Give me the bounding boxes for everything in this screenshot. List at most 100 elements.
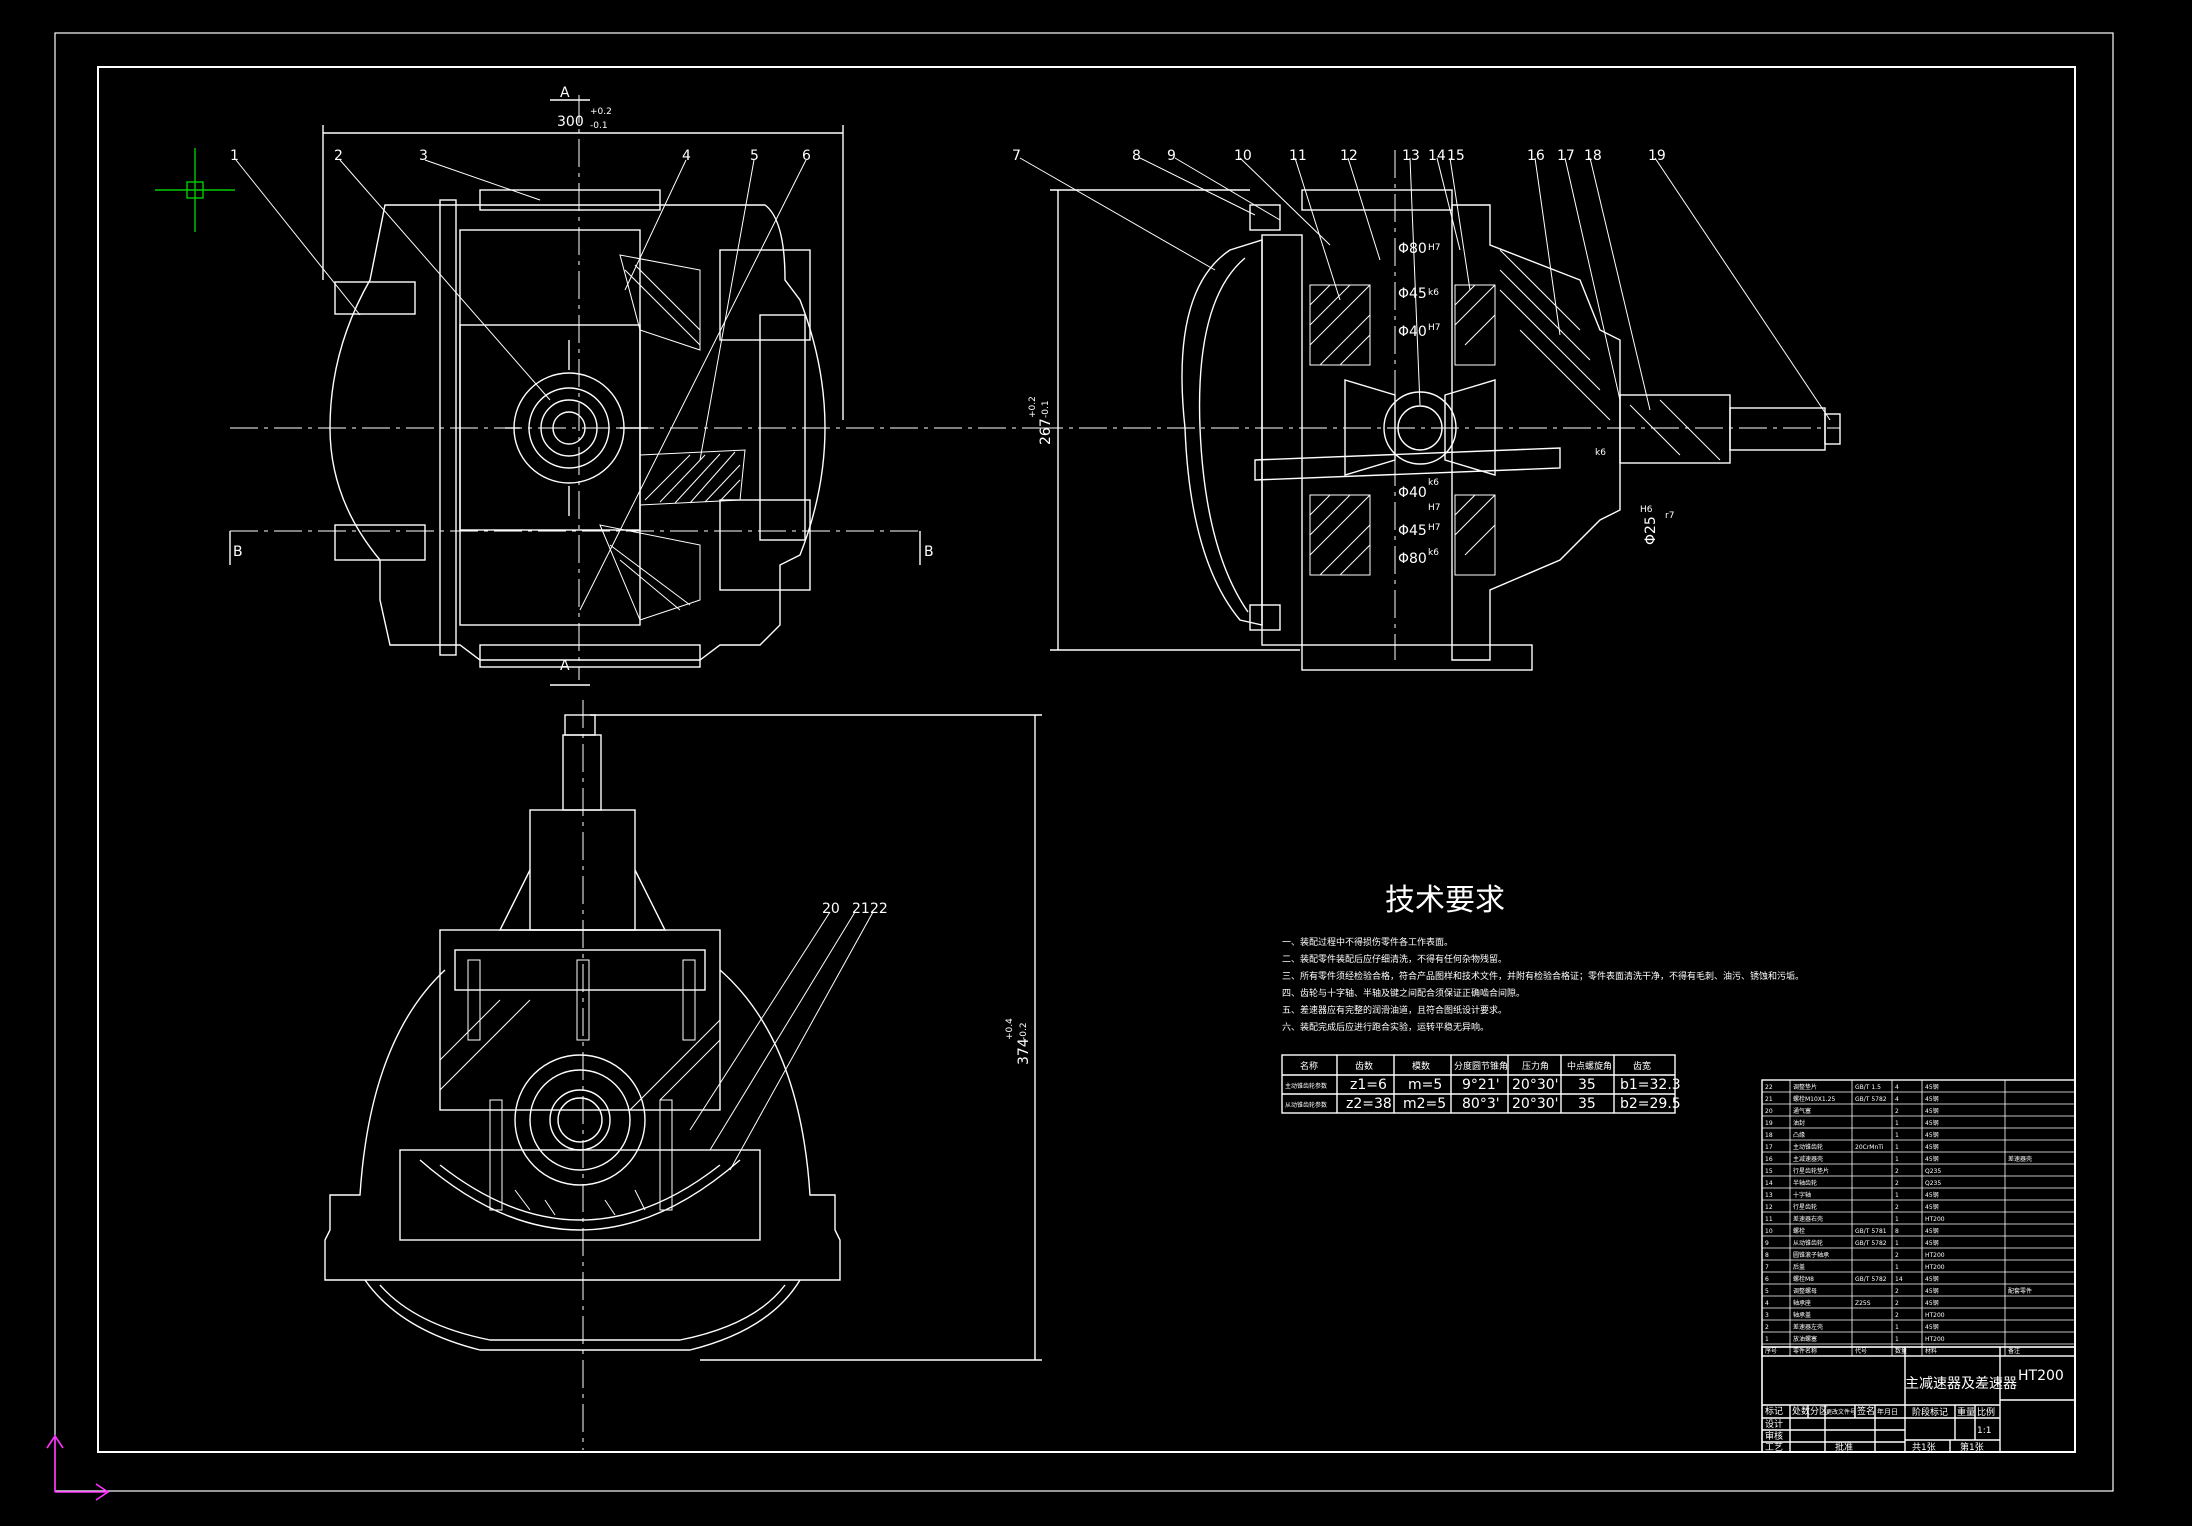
dia-label-4: Φ40 — [1398, 485, 1427, 501]
parts-list-cell: 后盖 — [1793, 1263, 1805, 1271]
callout-front-2: 2 — [334, 148, 343, 164]
sheet-border — [54, 32, 2114, 1492]
parts-list-cell: 1 — [1895, 1240, 1899, 1247]
parts-list-cell: 14 — [1895, 1276, 1903, 1283]
callout-section-16: 16 — [1527, 148, 1545, 164]
parts-list-cell: 2 — [1895, 1252, 1899, 1259]
title-sheets-total: 共1张 — [1912, 1442, 1936, 1453]
fit-mark-2: k6 — [1428, 288, 1439, 298]
parts-list-cell: 2 — [1895, 1288, 1899, 1295]
fit-mark-4: k6 — [1428, 478, 1439, 488]
parts-list-cell: 13 — [1765, 1192, 1773, 1199]
parts-list-cell: 6 — [1765, 1276, 1769, 1283]
tech-req-item-3: 三、所有零件须经检验合格，符合产品图样和技术文件，并附有检验合格证；零件表面清洗… — [1282, 970, 1804, 982]
parts-list-cell: Z25S — [1855, 1300, 1871, 1307]
fit-mark-3: H7 — [1428, 323, 1441, 333]
parts-list-cell: 通气塞 — [1793, 1107, 1811, 1115]
parts-list-cell: HT200 — [1925, 1312, 1945, 1319]
parts-list-cell: 1 — [1895, 1336, 1899, 1343]
title-scale-value: 1:1 — [1977, 1426, 1991, 1436]
tech-req-item-2: 二、装配零件装配后应仔细清洗，不得有任何杂物残留。 — [1282, 953, 1507, 965]
parts-list-cell: 油封 — [1793, 1119, 1805, 1127]
parts-list-cell: GB/T 5781 — [1855, 1228, 1887, 1235]
parts-list-cell: GB/T 5782 — [1855, 1276, 1887, 1283]
parts-list-cell: 1 — [1895, 1156, 1899, 1163]
callout-section-12: 12 — [1340, 148, 1358, 164]
parts-list-cell: 11 — [1765, 1216, 1773, 1223]
tech-req-item-4: 四、齿轮与十字轴、半轴及键之间配合须保证正确啮合间隙。 — [1282, 987, 1525, 999]
fit-mark-9: r7 — [1665, 511, 1674, 521]
parts-list-cell: 2 — [1895, 1180, 1899, 1187]
parts-list-cell: 主减速器壳 — [1793, 1155, 1823, 1163]
parts-list-cell: 17 — [1765, 1144, 1773, 1151]
gear-table-r2-c3: m2=5 — [1403, 1096, 1446, 1112]
parts-list-cell: Q235 — [1925, 1168, 1941, 1175]
parts-list-cell: 4 — [1895, 1096, 1899, 1103]
tech-req-title: 技术要求 — [1385, 883, 1505, 918]
parts-list-cell: 45钢 — [1925, 1275, 1939, 1283]
title-row-design: 设计 — [1765, 1418, 1783, 1430]
parts-list-cell: 差速器左壳 — [1793, 1323, 1823, 1331]
title-stage-label: 阶段标记 — [1912, 1406, 1948, 1418]
parts-list-cell: 配套零件 — [2008, 1287, 2032, 1295]
callout-section-17: 17 — [1557, 148, 1575, 164]
parts-list-cell: GB/T 5782 — [1855, 1096, 1887, 1103]
title-sheet-index: 第1张 — [1960, 1441, 1984, 1453]
parts-list-cell: 从动锥齿轮 — [1793, 1239, 1823, 1247]
parts-list-cell: 10 — [1765, 1228, 1773, 1235]
parts-list-cell: 行星齿轮 — [1793, 1203, 1817, 1211]
gear-table-r1-c1: 主动锥齿轮参数 — [1285, 1082, 1327, 1090]
gear-table-r1-c6: 35 — [1578, 1077, 1596, 1093]
parts-list-header: 材料 — [1925, 1347, 1937, 1355]
crosshair-cursor — [155, 148, 235, 232]
fit-mark-10: H6 — [1640, 505, 1653, 515]
gear-table-r1-c3: m=5 — [1408, 1077, 1442, 1093]
parts-list-cell: 2 — [1895, 1204, 1899, 1211]
callout-bottom-21: 21 — [852, 901, 870, 917]
parts-list-cell: 45钢 — [1925, 1299, 1939, 1307]
parts-list-cell: 45钢 — [1925, 1131, 1939, 1139]
title-approve: 批准 — [1835, 1441, 1853, 1453]
parts-list-cell: 14 — [1765, 1180, 1773, 1187]
gear-table-header-3: 模数 — [1412, 1060, 1430, 1072]
section-mark-b-left: B — [233, 544, 243, 560]
bottom-view: 374 +0.4 -0.2 20 21 22 — [324, 700, 1042, 1450]
dia-label-7: Φ25 — [1643, 516, 1659, 545]
parts-list-cell: 45钢 — [1925, 1143, 1939, 1151]
gear-table-header-7: 齿宽 — [1633, 1060, 1651, 1072]
gear-table-r1-c5: 20°30' — [1512, 1077, 1558, 1093]
gear-table-r2-c1: 从动锥齿轮参数 — [1285, 1101, 1327, 1109]
parts-list-cell: GB/T 1.5 — [1855, 1084, 1881, 1091]
parts-list-cell: 1 — [1895, 1144, 1899, 1151]
gear-table-header-4: 分度圆节锥角 — [1454, 1060, 1508, 1072]
dia-label-5: Φ45 — [1398, 523, 1427, 539]
section-view: 267 +0.2 -0.1 Φ80 Φ45 Φ40 Φ40 Φ45 Φ80 Φ2… — [1012, 148, 1841, 671]
callout-front-6: 6 — [802, 148, 811, 164]
parts-list-cell: 2 — [1895, 1108, 1899, 1115]
parts-list-cell: 1 — [1895, 1216, 1899, 1223]
callout-section-13: 13 — [1402, 148, 1420, 164]
callout-section-19: 19 — [1648, 148, 1666, 164]
dim-height-bottom-tol-upper: +0.4 — [1005, 1018, 1015, 1040]
parts-list-cell: 45钢 — [1925, 1107, 1939, 1115]
dia-label-2: Φ45 — [1398, 286, 1427, 302]
parts-list-cell: HT200 — [1925, 1264, 1945, 1271]
parts-list-cell: 2 — [1895, 1300, 1899, 1307]
gear-table-r2-c6: 35 — [1578, 1096, 1596, 1112]
parts-list-cell: 1 — [1895, 1324, 1899, 1331]
parts-list-cell: 2 — [1765, 1324, 1769, 1331]
tech-req-item-1: 一、装配过程中不得损伤零件各工作表面。 — [1282, 936, 1453, 948]
dia-label-6: Φ80 — [1398, 551, 1427, 567]
parts-list-cell: 7 — [1765, 1264, 1769, 1271]
parts-list-cell: HT200 — [1925, 1252, 1945, 1259]
parts-list-cell: 1 — [1895, 1132, 1899, 1139]
parts-list-cell: 调整垫片 — [1793, 1083, 1817, 1091]
parts-list-cell: 12 — [1765, 1204, 1773, 1211]
gear-table-header-2: 齿数 — [1355, 1060, 1373, 1072]
parts-list-cell: 45钢 — [1925, 1119, 1939, 1127]
tech-req-item-5: 五、差速器应有完整的润滑油道，且符合图纸设计要求。 — [1282, 1004, 1507, 1016]
parts-list-cell: 半轴齿轮 — [1793, 1179, 1817, 1187]
parts-list-cell: 20 — [1765, 1108, 1773, 1115]
fit-mark-7: k6 — [1428, 548, 1439, 558]
dim-width-tol-upper: +0.2 — [590, 107, 612, 117]
